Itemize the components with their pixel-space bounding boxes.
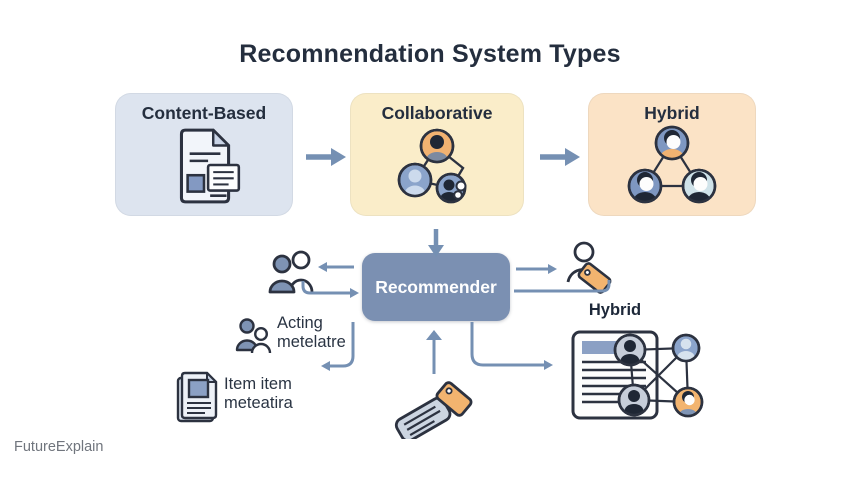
hybrid-label: Hybrid [644, 103, 700, 123]
item-document-icon [176, 371, 218, 423]
content-based-label: Content-Based [141, 103, 267, 123]
arrow-content-to-collaborative [306, 148, 346, 166]
collaborative-label: Collaborative [381, 103, 493, 123]
arrow-recommender-to-user-tag [516, 264, 557, 274]
document-icon [179, 128, 241, 204]
item-metadata-label: Item item meteatira [224, 375, 293, 412]
arrow-collaborative-to-hybrid [540, 148, 580, 166]
hybrid-document-network-icon [571, 330, 704, 420]
recommender-box: Recommender [362, 253, 510, 321]
users-icon [268, 250, 314, 294]
arrow-tags-to-recommender [426, 330, 442, 374]
recommender-label: Recommender [375, 276, 497, 297]
users-small-icon [235, 318, 272, 354]
hybrid-box: Hybrid [588, 93, 756, 216]
arrow-recommender-to-users [318, 262, 354, 272]
avatar-triangle-icon [627, 125, 717, 204]
content-based-box: Content-Based [115, 93, 293, 216]
arrow-recommender-to-hybrid-doc [470, 322, 553, 370]
user-network-icon [397, 128, 467, 204]
hybrid-flow-label: Hybrid [588, 301, 642, 319]
watermark: FutureExplain [14, 439, 104, 455]
collaborative-box: Collaborative [350, 93, 524, 216]
tags-icon [394, 381, 473, 439]
user-tag-icon [566, 241, 612, 294]
acting-metadata-label: Acting metelatre [277, 314, 346, 351]
page-title: Recomnendation System Types [239, 40, 621, 68]
